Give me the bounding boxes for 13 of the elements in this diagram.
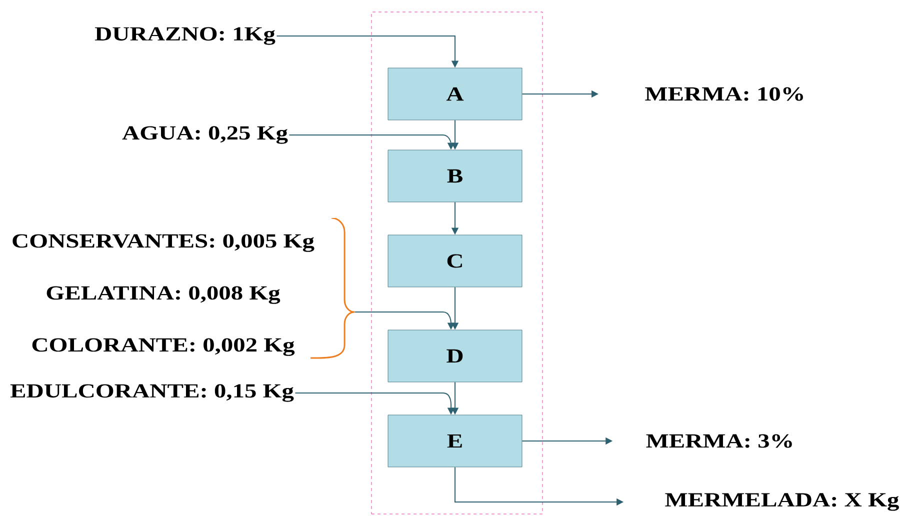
dashed-boundary bbox=[371, 12, 543, 514]
process-box: C bbox=[388, 234, 522, 288]
stream-label: MERMA: 10% bbox=[645, 87, 803, 101]
bracketed-inputs: CONSERVANTES: 0,005 Kg GELATINA: 0,008 Kg COLORANTE: 0,002 Kg bbox=[12, 218, 355, 359]
stream-label: MERMELADA: X Kg bbox=[665, 493, 899, 511]
process-box: D bbox=[388, 330, 522, 382]
stream-label: DURAZNO: 1Kg bbox=[94, 27, 276, 45]
stream-label: MERMA: 3% bbox=[646, 434, 792, 448]
process-box: A bbox=[388, 68, 522, 120]
stream-label: AGUA: 0,25 Kg bbox=[122, 126, 288, 144]
process-box: E bbox=[388, 414, 522, 468]
process-box: B bbox=[388, 150, 522, 202]
stream-label: EDULCORANTE: 0,15 Kg bbox=[10, 384, 294, 402]
